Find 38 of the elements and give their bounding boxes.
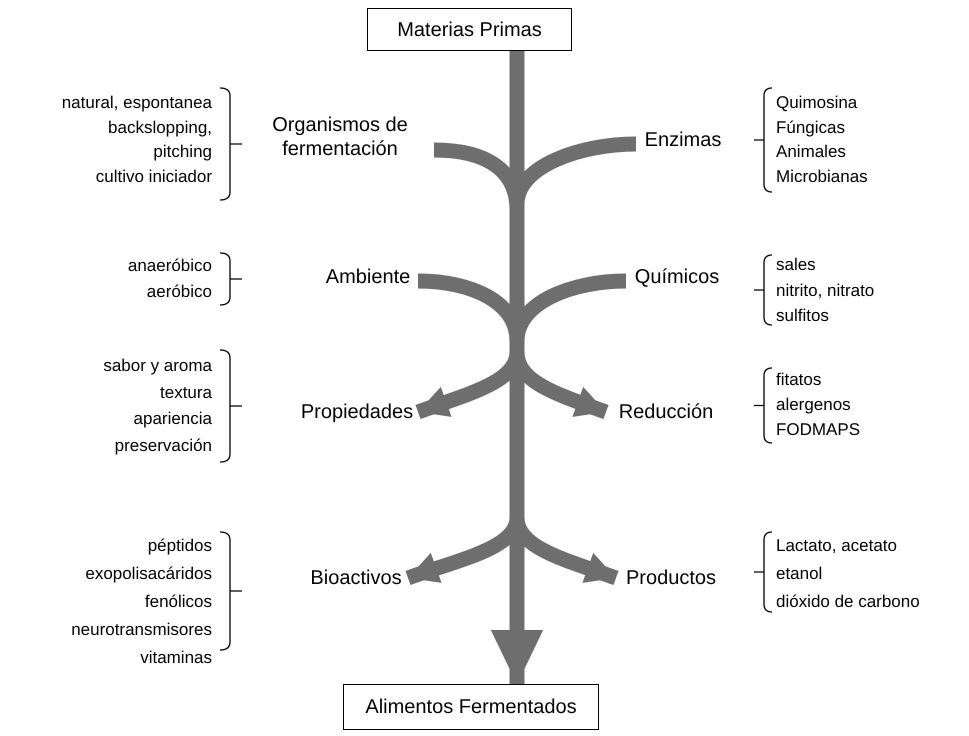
- list-item: Fúngicas: [776, 118, 845, 138]
- category-label: Químicos: [630, 265, 724, 289]
- list-item: péptidos: [148, 536, 212, 556]
- list-item: Animales: [776, 142, 846, 162]
- category-label: Productos: [622, 566, 720, 590]
- list-item: aeróbico: [146, 282, 212, 302]
- list-item: sulfitos: [776, 306, 829, 326]
- list-item: sales: [776, 255, 816, 275]
- list-item: preservación: [114, 436, 212, 456]
- list-item: neurotransmisores: [71, 620, 212, 640]
- list-item: Quimosina: [776, 93, 858, 113]
- list-item: apariencia: [134, 409, 212, 429]
- list-item: nitrito, nitrato: [776, 280, 874, 300]
- list-item: fenólicos: [144, 592, 212, 612]
- list-item: dióxido de carbono: [776, 592, 920, 612]
- process-box: Alimentos Fermentados: [343, 684, 599, 730]
- list-item: anaeróbico: [128, 256, 212, 276]
- list-item: natural, espontanea: [62, 93, 212, 113]
- category-label: Ambiente: [322, 265, 414, 289]
- list-item: cultivo iniciador: [96, 166, 212, 186]
- category-label: Enzimas: [640, 128, 726, 152]
- category-label: Organismos de fermentación: [250, 113, 430, 161]
- list-item: Microbianas: [776, 166, 868, 186]
- list-item: textura: [160, 382, 212, 402]
- list-item: fitatos: [776, 370, 822, 390]
- list-item: etanol: [776, 564, 822, 584]
- list-item: Lactato, acetato: [776, 536, 897, 556]
- category-label: Bioactivos: [308, 566, 404, 590]
- list-item: exopolisacáridos: [85, 564, 212, 584]
- category-label: Reducción: [612, 400, 720, 424]
- list-item: sabor y aroma: [103, 356, 212, 376]
- list-item: FODMAPS: [776, 420, 860, 440]
- list-item: alergenos: [776, 395, 851, 415]
- list-item: vitaminas: [140, 648, 212, 668]
- category-label: Propiedades: [300, 400, 414, 424]
- list-item: backslopping,: [108, 118, 212, 138]
- list-item: pitching: [153, 142, 212, 162]
- process-box: Materias Primas: [367, 8, 572, 51]
